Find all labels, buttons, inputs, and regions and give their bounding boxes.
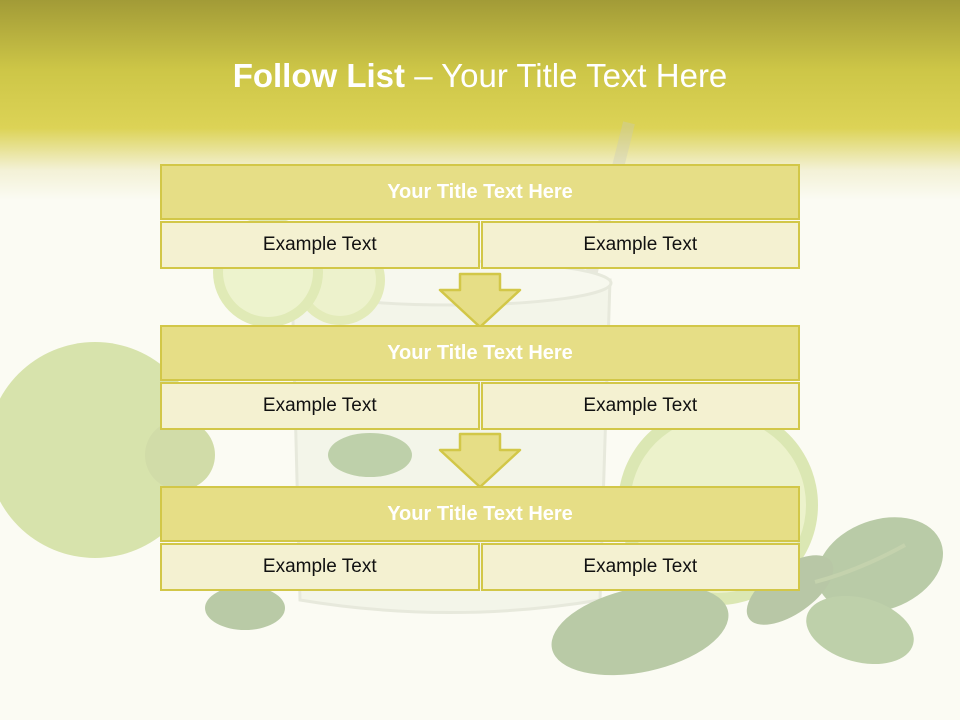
slide-title-bold: Follow List	[232, 57, 406, 94]
block-cell-right: Example Text	[480, 543, 800, 591]
block-cell-left: Example Text	[160, 543, 480, 591]
list-block: Your Title Text Here Example Text Exampl…	[160, 164, 800, 269]
block-title: Your Title Text Here	[160, 325, 800, 381]
block-cell-left: Example Text	[160, 221, 480, 269]
block-row: Example Text Example Text	[160, 382, 800, 430]
list-block: Your Title Text Here Example Text Exampl…	[160, 486, 800, 591]
block-title: Your Title Text Here	[160, 164, 800, 220]
block-cell-left: Example Text	[160, 382, 480, 430]
block-row: Example Text Example Text	[160, 221, 800, 269]
block-cell-right: Example Text	[480, 221, 800, 269]
down-arrow-icon	[438, 272, 522, 329]
block-row: Example Text Example Text	[160, 543, 800, 591]
block-cell-right: Example Text	[480, 382, 800, 430]
list-block: Your Title Text Here Example Text Exampl…	[160, 325, 800, 430]
slide-title-rest: – Your Title Text Here	[405, 57, 728, 94]
block-title: Your Title Text Here	[160, 486, 800, 542]
slide-title: Follow List – Your Title Text Here	[0, 54, 960, 98]
down-arrow-icon	[438, 432, 522, 489]
